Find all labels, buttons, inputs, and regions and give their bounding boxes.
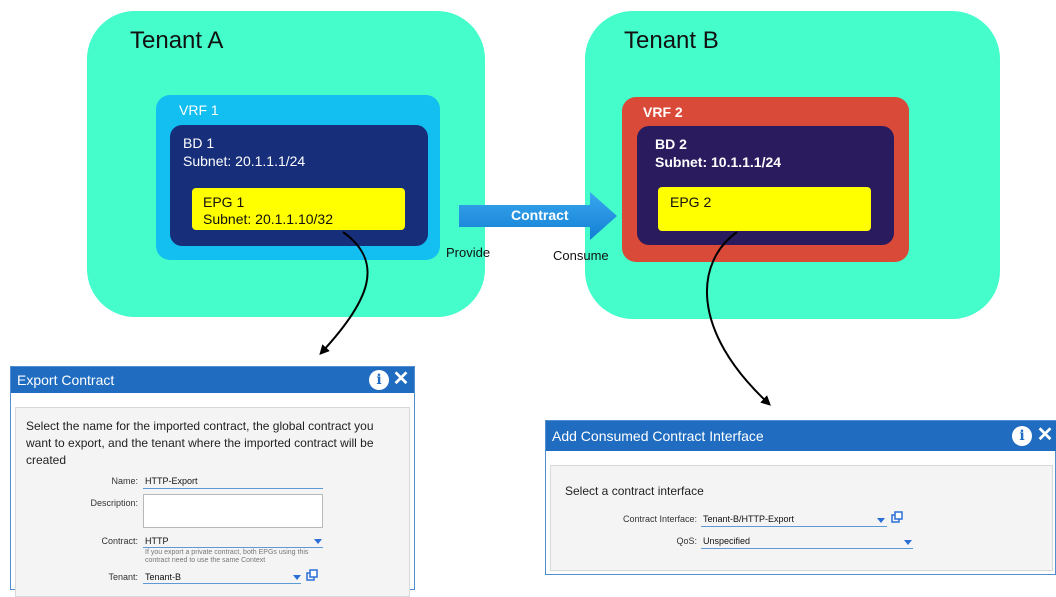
copy-icon[interactable] — [891, 511, 903, 523]
tenant-select[interactable]: Tenant-B — [145, 572, 182, 582]
contract-select-underline — [143, 547, 323, 548]
export-dialog-header: Export Contract i ✕ — [11, 367, 414, 393]
contract-select[interactable]: HTTP — [145, 536, 169, 546]
contract-interface-select[interactable]: Tenant-B/HTTP-Export — [703, 514, 795, 524]
epg-1-box — [192, 188, 405, 230]
contract-label: Contract: — [101, 536, 138, 546]
bd-1-subnet: Subnet: 20.1.1.1/24 — [183, 153, 306, 169]
epg-2-name: EPG 2 — [670, 194, 712, 210]
qos-select[interactable]: Unspecified — [703, 536, 751, 546]
interface-dropdown-caret[interactable] — [877, 518, 885, 523]
tenant-a-title: Tenant A — [130, 27, 224, 54]
export-dialog-body: Select the name for the imported contrac… — [15, 407, 410, 597]
close-icon[interactable]: ✕ — [1036, 424, 1054, 446]
info-icon[interactable]: i — [369, 370, 389, 390]
contract-hint: If you export a private contract, both E… — [145, 549, 309, 564]
qos-label: QoS: — [676, 536, 697, 546]
qos-dropdown-caret[interactable] — [904, 540, 912, 545]
consume-dialog-header: Add Consumed Contract Interface i ✕ — [546, 421, 1056, 451]
consume-label: Consume — [553, 248, 609, 263]
consume-connector — [705, 231, 771, 406]
contract-arrow — [459, 192, 617, 240]
description-field[interactable] — [143, 494, 323, 528]
bd-2-name: BD 2 — [655, 136, 687, 152]
name-field-underline — [143, 488, 323, 489]
tenant-label: Tenant: — [108, 572, 138, 582]
interface-select-underline — [701, 526, 887, 527]
name-field[interactable]: HTTP-Export — [145, 476, 198, 486]
contract-label: Contract — [511, 207, 569, 223]
consume-dialog-title: Add Consumed Contract Interface — [552, 428, 764, 444]
bd-1-name: BD 1 — [183, 135, 215, 151]
consume-instruction: Select a contract interface — [565, 484, 704, 498]
qos-select-underline — [701, 548, 913, 549]
name-label: Name: — [111, 476, 138, 486]
description-label: Description: — [90, 498, 138, 508]
export-connector — [319, 231, 369, 355]
export-dialog-title: Export Contract — [17, 372, 115, 388]
export-instruction: Select the name for the imported contrac… — [26, 419, 374, 467]
vrf-2-label: VRF 2 — [643, 104, 683, 120]
epg-1-name: EPG 1 — [203, 194, 245, 210]
provide-label: Provide — [446, 245, 491, 260]
export-contract-dialog: Export Contract i ✕ Select the name for … — [10, 366, 415, 597]
bd-2-subnet: Subnet: 10.1.1.1/24 — [655, 154, 782, 170]
tenant-b-title: Tenant B — [624, 27, 719, 54]
tenant-dropdown-caret[interactable] — [293, 575, 301, 580]
consume-dialog-body: Select a contract interface Contract Int… — [550, 465, 1053, 571]
close-icon[interactable]: ✕ — [392, 368, 410, 390]
contract-dropdown-caret[interactable] — [314, 539, 322, 544]
copy-icon[interactable] — [306, 569, 318, 581]
info-icon[interactable]: i — [1012, 426, 1032, 446]
epg-1-subnet: Subnet: 20.1.1.10/32 — [203, 211, 333, 227]
contract-interface-label: Contract Interface: — [622, 514, 697, 524]
consumed-contract-dialog: Add Consumed Contract Interface i ✕ Sele… — [545, 420, 1056, 575]
epg-2-box — [658, 187, 871, 231]
tenant-select-underline — [143, 583, 301, 584]
vrf-1-label: VRF 1 — [179, 102, 219, 118]
